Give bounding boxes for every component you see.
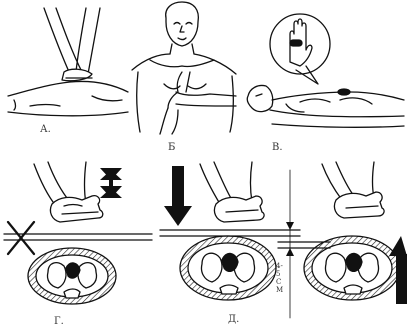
panel-c-label: В. xyxy=(272,142,283,153)
panel-e-down-arrow xyxy=(164,166,192,226)
panel-b-label: Б xyxy=(168,142,175,153)
panel-e-correct-technique-drawing xyxy=(160,162,400,318)
panel-d-bidirectional-arrow xyxy=(100,168,122,198)
panel-e-label: Д. xyxy=(228,314,239,325)
depth-label: 4-5 СМ xyxy=(276,262,284,294)
panel-d-label: Г. xyxy=(54,316,64,327)
panel-d-incorrect-technique-drawing xyxy=(4,162,152,304)
panel-a-compression-drawing xyxy=(8,8,128,116)
panel-b-hand-placement-drawing xyxy=(132,2,236,134)
panel-a-label: А. xyxy=(40,124,51,135)
panel-c-lying-person-drawing xyxy=(247,14,404,127)
